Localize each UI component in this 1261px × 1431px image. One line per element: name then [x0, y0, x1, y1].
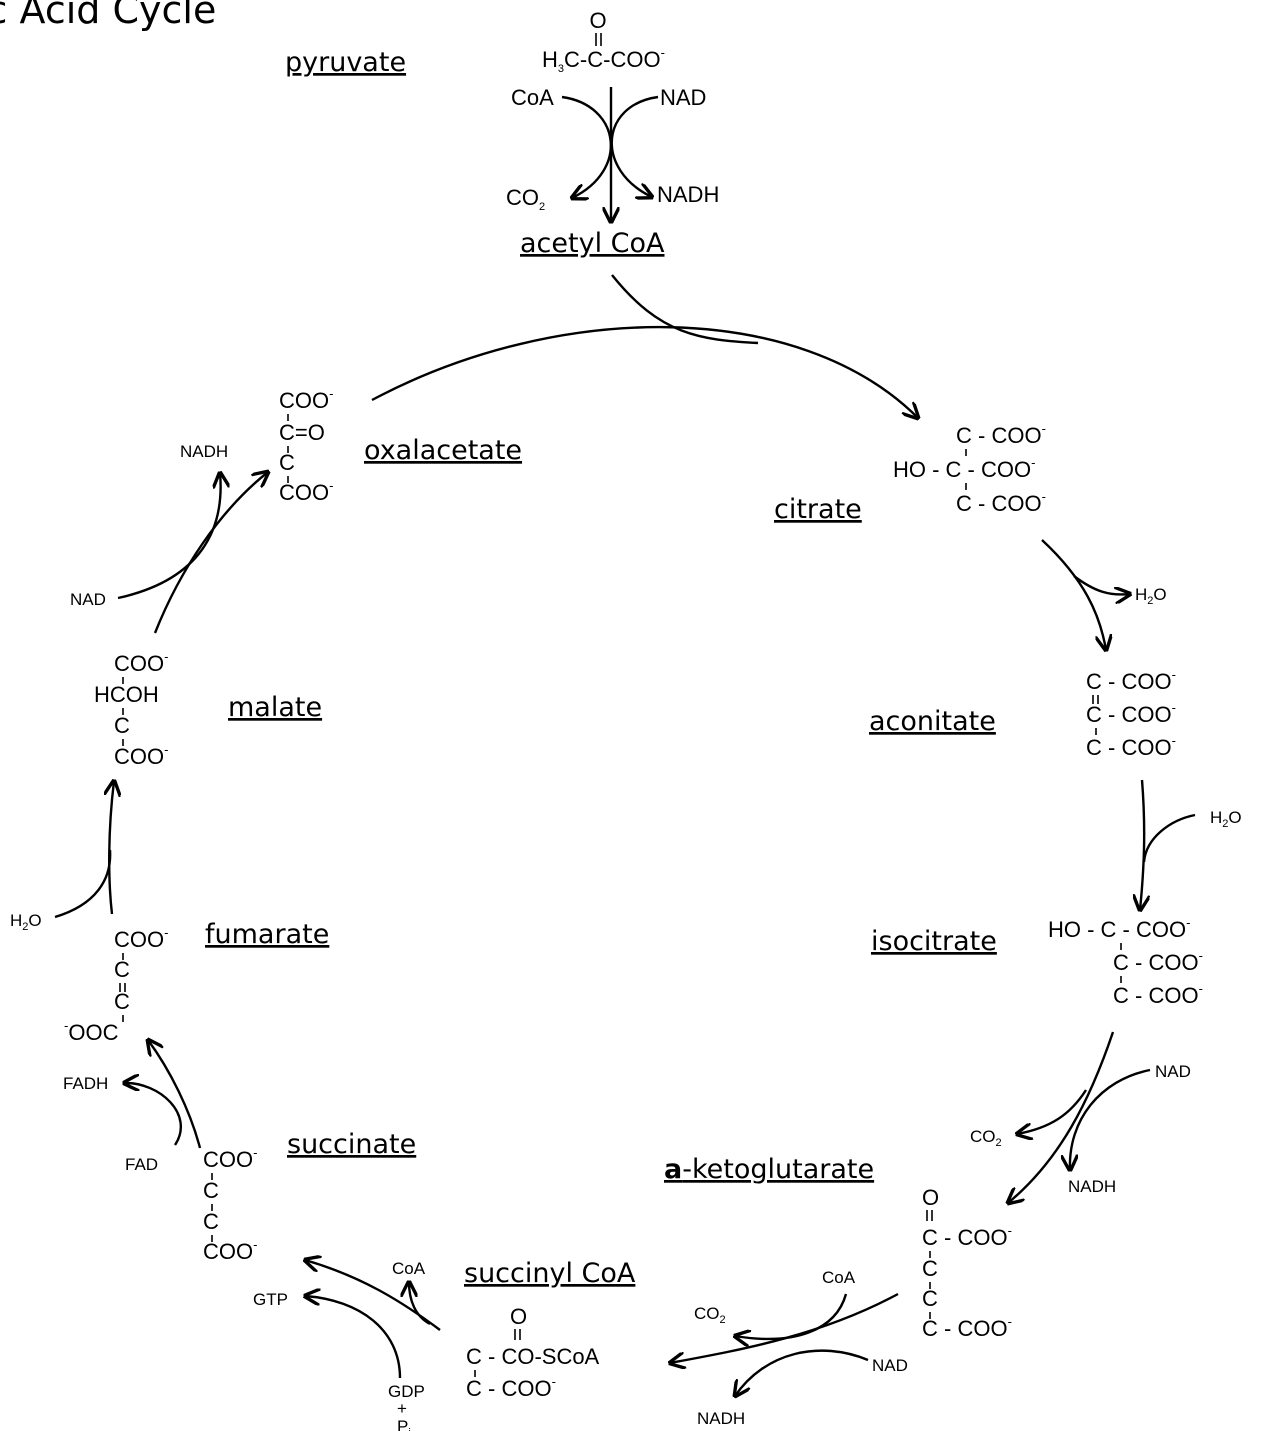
nad-label: NAD	[70, 590, 106, 609]
svg-text:HCOH: HCOH	[94, 682, 159, 707]
arrow-a-ketoglutarate-to-succinyl-coa: CoA CO2 NAD NADH	[670, 1268, 908, 1428]
isocitrate-structure: HO - C - COO- C - COO- C - COO-	[1048, 915, 1203, 1008]
svg-text:C - COO-: C - COO-	[1113, 948, 1203, 975]
svg-text:C=O: C=O	[279, 420, 325, 445]
coa-label: CoA	[392, 1259, 426, 1278]
svg-text:C: C	[203, 1209, 219, 1234]
svg-text:C - COO-: C - COO-	[922, 1314, 1012, 1341]
fumarate-structure: COO- C C -OOC	[64, 925, 168, 1045]
svg-text:H3C-C-COO-: H3C-C-COO-	[542, 45, 665, 75]
co2-label: CO2	[506, 185, 545, 213]
svg-text:C: C	[922, 1256, 938, 1281]
svg-text:HO - C - COO-: HO - C - COO-	[1048, 915, 1190, 942]
svg-text:C - COO-: C - COO-	[1086, 667, 1176, 694]
nad-label: NAD	[660, 85, 706, 110]
svg-text:COO-: COO-	[203, 1145, 257, 1172]
h2o-label: H2O	[1210, 808, 1242, 830]
svg-text:C - COO-: C - COO-	[1113, 981, 1203, 1008]
nadh-label: NADH	[697, 1409, 745, 1428]
aconitate-label: aconitate	[869, 706, 996, 737]
svg-text:C - COO-: C - COO-	[1086, 733, 1176, 760]
svg-text:C - COO-: C - COO-	[466, 1374, 556, 1401]
a-ketoglutarate-label: a-ketoglutarate	[664, 1154, 874, 1185]
svg-text:O: O	[510, 1304, 527, 1329]
fumarate-label: fumarate	[205, 919, 329, 950]
co2-label: CO2	[694, 1304, 726, 1326]
succinate-structure: COO- C C COO-	[203, 1145, 257, 1264]
citrate-structure: C - COO- HO - C - COO- C - COO-	[893, 421, 1046, 516]
acetyl-coa-label: acetyl CoA	[520, 228, 665, 259]
aconitate-structure: C - COO- C - COO- C - COO-	[1086, 667, 1176, 760]
svg-text:C: C	[114, 989, 130, 1014]
svg-text:C - COO-: C - COO-	[922, 1223, 1012, 1250]
succinate-label: succinate	[287, 1129, 416, 1160]
malate-structure: COO- HCOH C COO-	[94, 649, 168, 769]
arrow-succinyl-coa-to-succinate: CoA GTP GDP + Pi	[253, 1259, 441, 1431]
arrow-malate-to-oxalacetate: NADH NAD	[70, 442, 268, 634]
svg-text:C: C	[203, 1178, 219, 1203]
nadh-label: NADH	[657, 182, 719, 207]
pi-label: Pi	[397, 1417, 411, 1431]
svg-text:COO-: COO-	[203, 1237, 257, 1264]
svg-text:C: C	[279, 450, 295, 475]
a-ketoglutarate-structure: O C - COO- C C C - COO-	[922, 1185, 1012, 1341]
arrow-oxalacetate-to-citrate	[371, 325, 918, 418]
svg-text:COO-: COO-	[114, 649, 168, 676]
pyruvate-dehydrogenase-arrows: CoA NAD CO2 NADH	[506, 85, 719, 222]
malate-label: malate	[228, 692, 322, 723]
coa-label: CoA	[822, 1268, 856, 1287]
pyruvate-structure: O H3C-C-COO-	[542, 8, 665, 75]
arrow-citrate-to-aconitate: H2O	[1041, 539, 1167, 650]
svg-text:C - COO-: C - COO-	[1086, 700, 1176, 727]
svg-text:C: C	[114, 957, 130, 982]
svg-text:C: C	[922, 1286, 938, 1311]
succinyl-coa-label: succinyl CoA	[464, 1258, 636, 1289]
nadh-label: NADH	[180, 442, 228, 461]
nad-label: NAD	[872, 1356, 908, 1375]
coa-label: CoA	[511, 85, 554, 110]
arrow-aconitate-to-isocitrate: H2O	[1140, 779, 1242, 910]
acetyl-coa-entry-arrow	[611, 274, 759, 345]
arrow-succinate-to-fumarate: FADH FAD	[63, 1040, 202, 1174]
nad-label: NAD	[1155, 1062, 1191, 1081]
svg-text:COO-: COO-	[114, 742, 168, 769]
gdp-label: GDP	[388, 1382, 425, 1401]
svg-text:C - CO-SCoA: C - CO-SCoA	[466, 1344, 600, 1369]
svg-text:COO-: COO-	[279, 478, 333, 505]
oxalacetate-label: oxalacetate	[364, 435, 522, 466]
co2-label: CO2	[970, 1127, 1002, 1149]
fad-label: FAD	[125, 1155, 158, 1174]
fadh-label: FADH	[63, 1074, 108, 1093]
h2o-label: H2O	[10, 911, 42, 933]
svg-text:O: O	[922, 1185, 939, 1210]
svg-text:C: C	[114, 713, 130, 738]
svg-text:C - COO-: C - COO-	[956, 421, 1046, 448]
isocitrate-label: isocitrate	[871, 926, 997, 957]
arrow-isocitrate-to-a-ketoglutarate: NAD CO2 NADH	[970, 1031, 1191, 1203]
svg-text:COO-: COO-	[279, 386, 333, 413]
pyruvate-label: pyruvate	[285, 47, 406, 78]
svg-text:COO-: COO-	[114, 925, 168, 952]
svg-text:-OOC: -OOC	[64, 1018, 119, 1045]
svg-text:HO - C - COO-: HO - C - COO-	[893, 455, 1035, 482]
gtp-label: GTP	[253, 1290, 288, 1309]
citrate-label: citrate	[774, 494, 862, 525]
h2o-label: H2O	[1135, 585, 1167, 607]
plus-label: +	[397, 1399, 407, 1418]
page-title: ic Acid Cycle	[0, 0, 217, 32]
svg-text:O: O	[589, 8, 606, 33]
nadh-label: NADH	[1068, 1177, 1116, 1196]
oxalacetate-structure: COO- C=O C COO-	[279, 386, 333, 505]
succinyl-coa-structure: O C - CO-SCoA C - COO-	[466, 1304, 600, 1401]
svg-text:C - COO-: C - COO-	[956, 489, 1046, 516]
arrow-fumarate-to-malate: H2O	[10, 781, 114, 933]
